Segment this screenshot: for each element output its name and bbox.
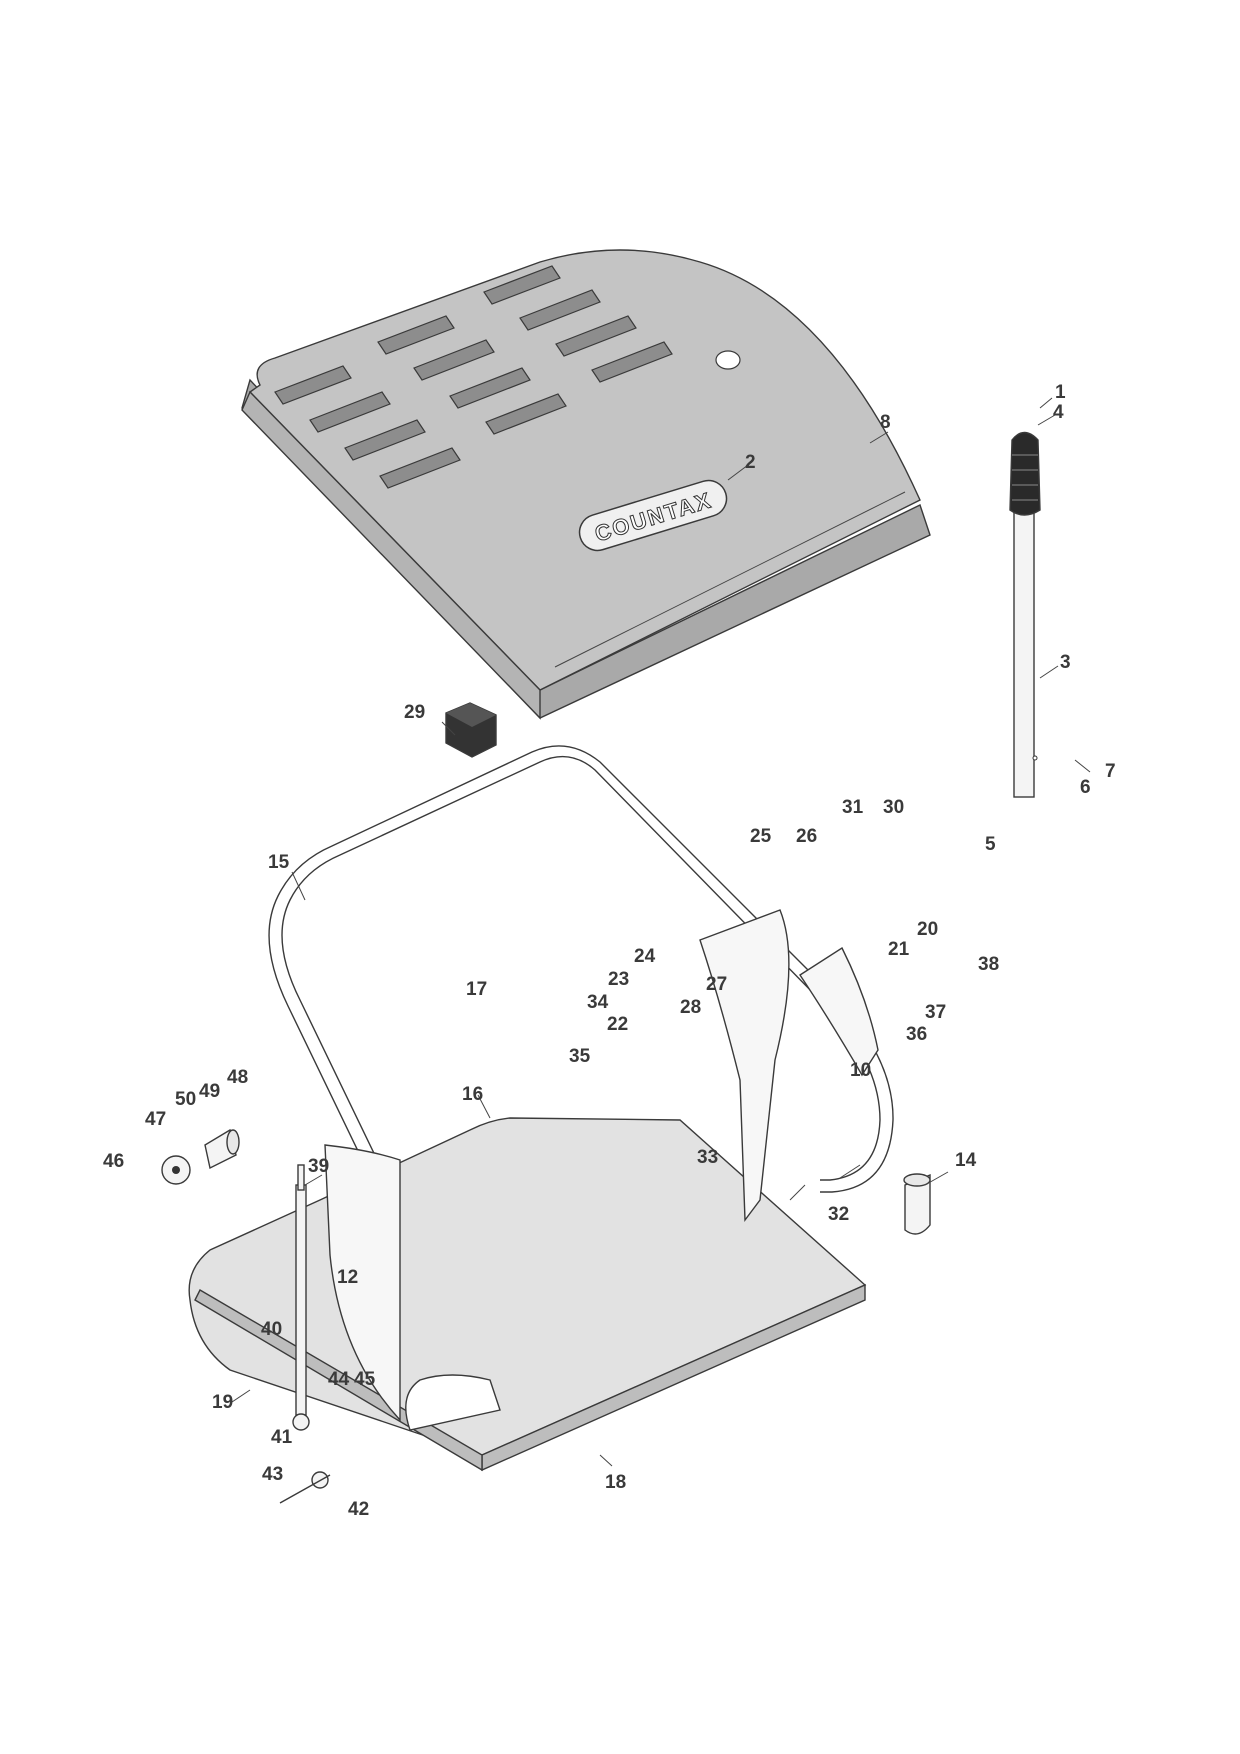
callout-44: 44 [328, 1369, 350, 1390]
callout-3: 3 [1060, 652, 1071, 673]
callout-2: 2 [745, 452, 756, 473]
callout-49: 49 [199, 1081, 220, 1102]
callout-24: 24 [634, 946, 656, 967]
callout-31: 31 [842, 797, 864, 818]
callout-25: 25 [750, 826, 772, 847]
callout-14: 14 [955, 1150, 977, 1171]
callout-15: 15 [268, 852, 290, 873]
callout-34: 34 [587, 992, 609, 1013]
callout-29: 29 [404, 702, 425, 723]
callout-8: 8 [880, 412, 891, 433]
callout-23: 23 [608, 969, 629, 990]
callout-30: 30 [883, 797, 904, 818]
callout-19: 19 [212, 1392, 233, 1413]
callout-36: 36 [906, 1024, 927, 1045]
gas-strut [279, 1164, 331, 1504]
callout-40: 40 [261, 1319, 282, 1340]
hinge-parts [161, 1128, 931, 1235]
callout-16: 16 [462, 1084, 483, 1105]
hood-panel: COUNTAX [241, 249, 931, 720]
callout-39: 39 [308, 1156, 329, 1177]
callout-38: 38 [978, 954, 999, 975]
callout-1: 1 [1055, 382, 1066, 403]
handle-bar [1009, 431, 1041, 798]
callout-17: 17 [466, 979, 487, 1000]
callout-41: 41 [271, 1427, 293, 1448]
callout-6: 6 [1080, 777, 1091, 798]
callout-5: 5 [985, 834, 996, 855]
leader-lines [231, 397, 1091, 1467]
callout-7: 7 [1105, 761, 1116, 782]
callout-42: 42 [348, 1499, 369, 1520]
callout-26: 26 [796, 826, 817, 847]
callout-50: 50 [175, 1089, 196, 1110]
callout-27: 27 [706, 974, 727, 995]
callouts: 1 2 3 4 5 6 7 8 10 12 14 15 16 17 18 19 … [103, 382, 1116, 1520]
callout-28: 28 [680, 997, 701, 1018]
callout-43: 43 [262, 1464, 283, 1485]
callout-32: 32 [828, 1204, 849, 1225]
callout-22: 22 [607, 1014, 628, 1035]
callout-48: 48 [227, 1067, 248, 1088]
callout-45: 45 [354, 1369, 376, 1390]
callout-21: 21 [888, 939, 910, 960]
callout-46: 46 [103, 1151, 124, 1172]
callout-33: 33 [697, 1147, 718, 1168]
callout-4: 4 [1053, 402, 1064, 423]
callout-12: 12 [337, 1267, 358, 1288]
callout-10: 10 [850, 1060, 871, 1081]
rubber-bumper [445, 702, 497, 758]
side-plates [324, 909, 879, 1422]
callout-47: 47 [145, 1109, 166, 1130]
callout-20: 20 [917, 919, 938, 940]
callout-37: 37 [925, 1002, 946, 1023]
callout-35: 35 [569, 1046, 591, 1067]
callout-18: 18 [605, 1472, 626, 1493]
